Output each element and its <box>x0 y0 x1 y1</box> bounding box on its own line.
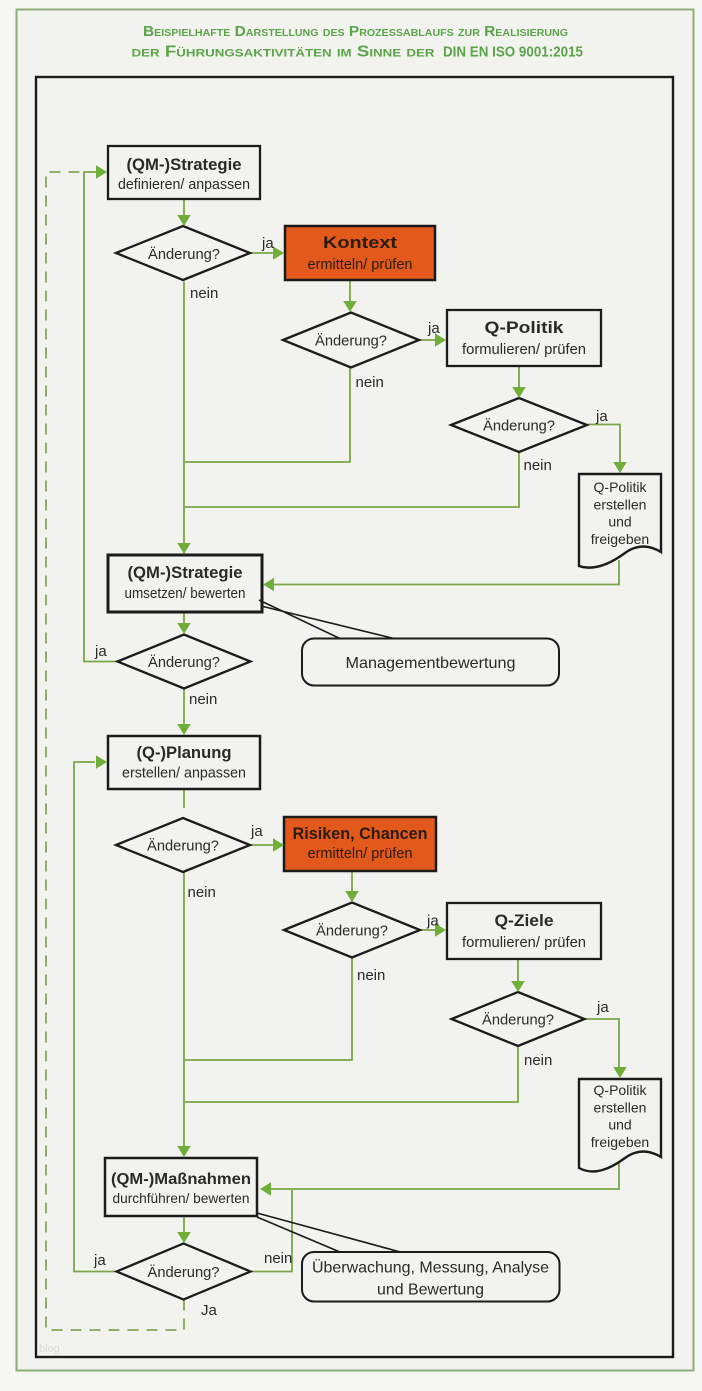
svg-text:(QM-)Strategie: (QM-)Strategie <box>128 563 243 582</box>
svg-text:formulieren/ prüfen: formulieren/ prüfen <box>462 935 586 951</box>
svg-text:Q-Ziele: Q-Ziele <box>495 911 554 930</box>
svg-text:nein: nein <box>264 1250 292 1267</box>
svg-text:ja: ja <box>427 320 440 337</box>
svg-text:Q-Politik: Q-Politik <box>594 1082 648 1098</box>
svg-text:DIN EN ISO 9001:2015: DIN EN ISO 9001:2015 <box>443 45 583 61</box>
svg-text:ja: ja <box>595 408 608 425</box>
svg-text:formulieren/ prüfen: formulieren/ prüfen <box>462 342 586 358</box>
svg-text:Managementbewertung: Managementbewertung <box>346 655 516 672</box>
svg-text:Änderung?: Änderung? <box>148 1264 220 1281</box>
svg-text:freigeben: freigeben <box>591 531 649 547</box>
svg-text:Kontext: Kontext <box>323 233 397 252</box>
svg-text:Änderung?: Änderung? <box>482 1012 554 1029</box>
svg-text:ja: ja <box>596 999 609 1016</box>
svg-text:Änderung?: Änderung? <box>147 838 219 855</box>
svg-text:der Führungsaktivitäten im Sin: der Führungsaktivitäten im Sinne der <box>132 44 435 61</box>
svg-text:(QM-)Strategie: (QM-)Strategie <box>127 155 242 174</box>
svg-text:Q-Politik: Q-Politik <box>485 318 565 337</box>
svg-text:ermitteln/ prüfen: ermitteln/ prüfen <box>308 846 413 862</box>
svg-text:Ja: Ja <box>201 1302 218 1319</box>
svg-text:und Bewertung: und Bewertung <box>377 1282 484 1299</box>
svg-text:ermitteln/ prüfen: ermitteln/ prüfen <box>308 257 413 273</box>
svg-text:ja: ja <box>93 1252 106 1269</box>
svg-text:nein: nein <box>357 967 385 984</box>
svg-text:Änderung?: Änderung? <box>483 418 555 435</box>
svg-text:Risiken, Chancen: Risiken, Chancen <box>293 825 428 843</box>
svg-text:nein: nein <box>190 285 218 302</box>
svg-text:nein: nein <box>524 457 552 474</box>
svg-text:definieren/ anpassen: definieren/ anpassen <box>118 177 250 193</box>
svg-text:Q-Politik: Q-Politik <box>594 479 648 495</box>
svg-text:umsetzen/ bewerten: umsetzen/ bewerten <box>125 586 246 602</box>
svg-text:ja: ja <box>250 823 263 840</box>
svg-text:ja: ja <box>426 913 439 930</box>
svg-text:ja: ja <box>261 235 274 252</box>
svg-text:und: und <box>608 514 631 530</box>
svg-text:erstellen: erstellen <box>594 1099 647 1115</box>
svg-text:erstellen: erstellen <box>594 496 647 512</box>
svg-text:blog: blog <box>39 1343 60 1355</box>
svg-text:(QM-)Maßnahmen: (QM-)Maßnahmen <box>111 1171 251 1188</box>
svg-text:ja: ja <box>94 643 107 660</box>
svg-text:durchführen/ bewerten: durchführen/ bewerten <box>113 1190 250 1206</box>
svg-text:Änderung?: Änderung? <box>315 333 387 350</box>
svg-text:nein: nein <box>356 374 384 391</box>
svg-text:Änderung?: Änderung? <box>148 654 220 671</box>
svg-text:Änderung?: Änderung? <box>148 246 220 263</box>
svg-text:Überwachung, Messung, Analyse: Überwachung, Messung, Analyse <box>312 1259 549 1277</box>
svg-text:Änderung?: Änderung? <box>316 923 388 940</box>
svg-text:erstellen/ anpassen: erstellen/ anpassen <box>122 766 246 782</box>
svg-text:und: und <box>608 1117 631 1133</box>
svg-text:freigeben: freigeben <box>591 1134 649 1150</box>
svg-text:(Q-)Planung: (Q-)Planung <box>137 743 232 762</box>
svg-text:nein: nein <box>524 1052 552 1069</box>
svg-text:nein: nein <box>188 884 216 901</box>
svg-text:Beispielhafte Darstellung des: Beispielhafte Darstellung des Prozessabl… <box>143 24 568 40</box>
svg-text:nein: nein <box>189 691 217 708</box>
